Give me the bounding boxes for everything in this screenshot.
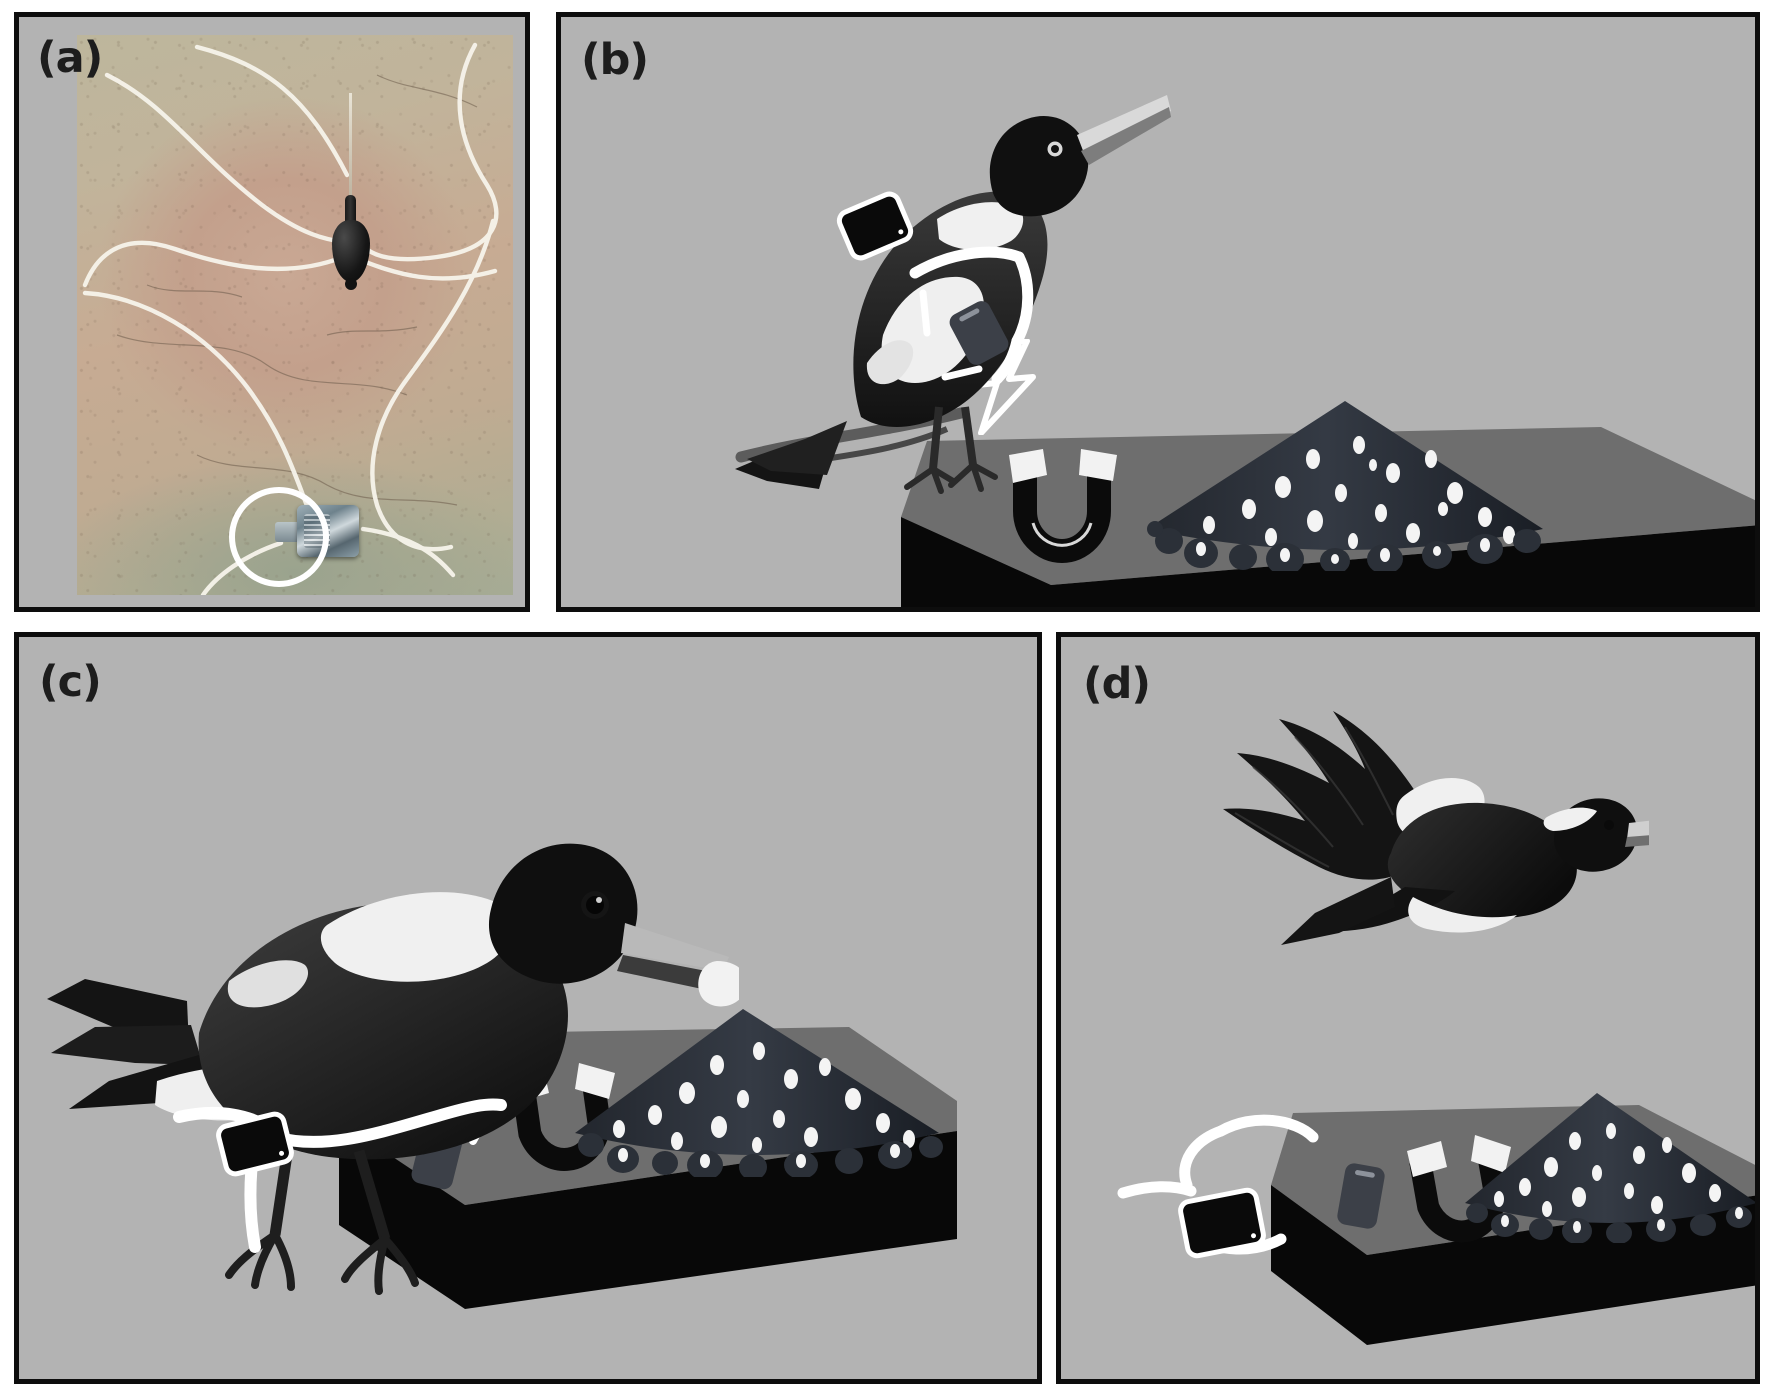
panel-d: (d) [1056, 632, 1760, 1384]
tracker-led [278, 1150, 285, 1157]
seed-cone-icon [1461, 1093, 1755, 1244]
transmitter-nub [345, 278, 357, 290]
concrete-cracks-icon [116, 74, 478, 506]
harness-photograph [77, 35, 513, 595]
horseshoe-magnet-icon [1003, 449, 1121, 565]
radio-transmitter-icon [332, 220, 370, 282]
panel-a: (a) [14, 12, 530, 612]
panel-b: (b) [556, 12, 1760, 612]
seed-cone-icon [571, 1009, 943, 1180]
magpie-flying-icon [1169, 691, 1649, 1011]
panel-d-label: (d) [1083, 659, 1151, 709]
harness-cords-icon [82, 42, 499, 595]
magpie-perched-icon [701, 77, 1181, 537]
panel-b-label: (b) [581, 35, 649, 85]
whip-antenna-icon [349, 93, 352, 199]
transmitter-neck [345, 195, 356, 229]
panel-c-label: (c) [39, 657, 102, 707]
feeding-station-b [901, 397, 1755, 607]
seed-cone-icon [1145, 401, 1545, 575]
logger-speaker [1355, 1169, 1375, 1178]
circle-annotation-icon [229, 487, 329, 587]
logger-speaker [958, 307, 980, 323]
tracker-led [1250, 1232, 1257, 1239]
panel-a-label: (a) [37, 33, 103, 83]
magpie-feeding-icon [39, 765, 739, 1325]
feeding-station-d [1271, 1093, 1755, 1379]
panel-c: (c) [14, 632, 1042, 1384]
tracker-led [897, 228, 905, 236]
